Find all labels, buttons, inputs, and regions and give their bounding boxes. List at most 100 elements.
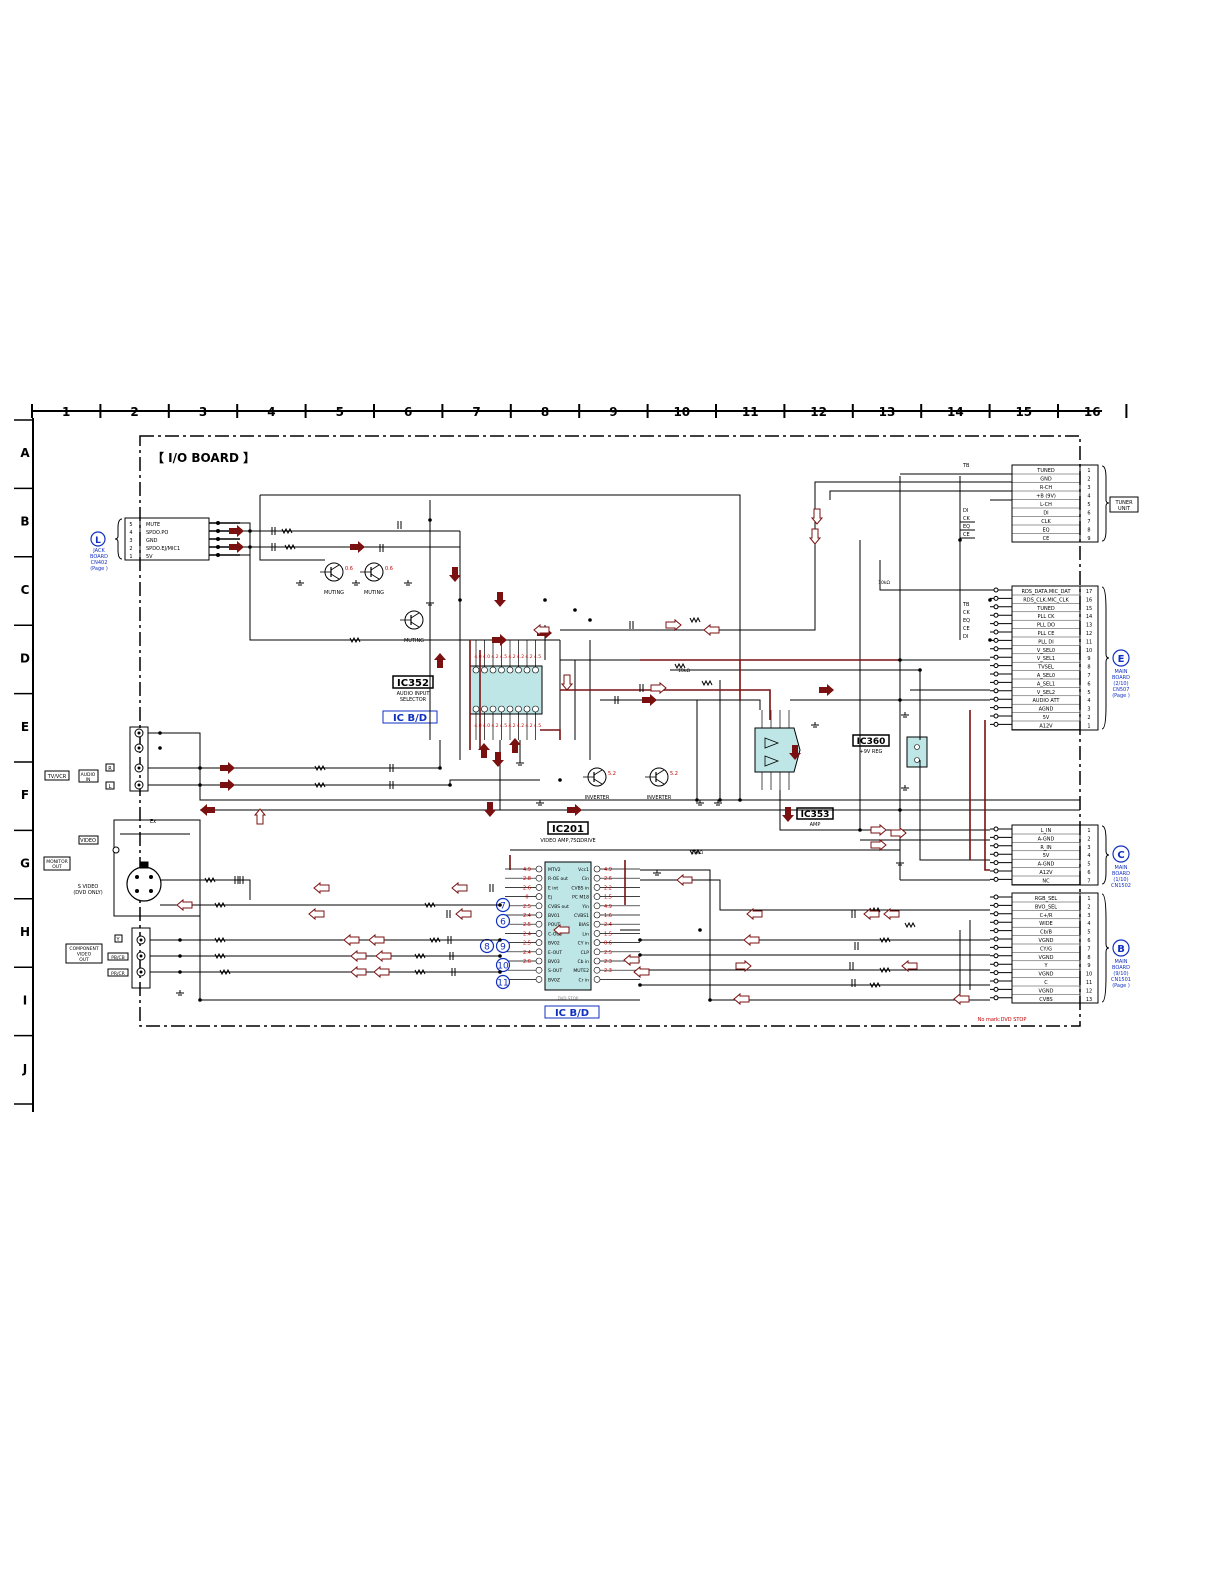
main-e-line-label: TB bbox=[962, 602, 970, 608]
ic201-body bbox=[544, 861, 592, 991]
grid-row-label: A bbox=[20, 446, 30, 460]
main-e-pin-terminal bbox=[993, 671, 999, 677]
circuit-wire bbox=[148, 740, 441, 769]
jack-connector-box bbox=[124, 517, 210, 561]
signal-arrow-outline bbox=[313, 881, 330, 895]
junction-dot bbox=[198, 998, 202, 1002]
main-b-pin-terminal bbox=[993, 944, 999, 950]
component-out-box bbox=[65, 943, 103, 964]
ic201-voltage-right: 1.5 bbox=[604, 931, 612, 937]
tuner-pin-signal: CE bbox=[1043, 536, 1050, 542]
svideo-label: S VIDEO bbox=[78, 884, 99, 890]
jack-pin-node bbox=[216, 529, 220, 533]
ic352-pin bbox=[506, 666, 514, 674]
ic201-pin-name-right: Cr in bbox=[578, 977, 589, 983]
main-c-pin-signal: A12V bbox=[1039, 870, 1053, 876]
main-b-pin-signal: VGND bbox=[1039, 938, 1054, 944]
main-b-label: (9/10) bbox=[1113, 971, 1128, 977]
ic201-pin-name-left: MTV2 bbox=[548, 867, 561, 873]
component-jack-center bbox=[139, 954, 143, 958]
signal-trace bbox=[540, 729, 561, 740]
jack-pin-number: 5 bbox=[129, 522, 132, 528]
ic201-voltage-left: 0 bbox=[525, 895, 528, 901]
grid-column-label: 5 bbox=[336, 405, 344, 419]
ic352-pin bbox=[515, 705, 522, 713]
ic201-pin-name-left: R-OE out bbox=[548, 876, 568, 882]
main-b-pin-terminal bbox=[993, 902, 999, 908]
ic-bd-box bbox=[382, 710, 438, 724]
main-e-pin-signal: 5V bbox=[1043, 715, 1050, 721]
jack-pin-number: 2 bbox=[129, 546, 132, 552]
board-title: 【 I/O BOARD 】 bbox=[152, 450, 255, 465]
circuit-wire bbox=[148, 732, 1080, 801]
junction-dot bbox=[158, 731, 162, 735]
resistor bbox=[314, 781, 326, 789]
ic201-pin-left bbox=[535, 939, 543, 946]
signal-trace bbox=[560, 689, 771, 720]
ic201-voltage-left: 2.4 bbox=[523, 931, 531, 937]
ic352-pin bbox=[498, 666, 505, 674]
component-pr-box bbox=[107, 968, 129, 977]
main-c-pin-number: 3 bbox=[1087, 845, 1090, 851]
ic352-ref: IC352 bbox=[397, 678, 429, 689]
main-b-pin-number: 12 bbox=[1086, 988, 1092, 994]
signal-arrow bbox=[434, 653, 446, 668]
ic201-pin-left bbox=[535, 976, 543, 983]
ic352-pin bbox=[532, 666, 539, 674]
junction-dot bbox=[858, 828, 862, 832]
resistor bbox=[214, 952, 226, 960]
jack-terminal-center bbox=[137, 746, 141, 750]
main-c-pin-number: 1 bbox=[1087, 828, 1090, 834]
main-e-pin-number: 13 bbox=[1086, 623, 1092, 629]
junction-dot bbox=[988, 638, 992, 642]
ic201-voltage-right: 4.9 bbox=[604, 904, 612, 910]
signal-arrow bbox=[484, 802, 496, 817]
tuner-pin-signal: TUNED bbox=[1036, 468, 1055, 474]
main-e-brace bbox=[1101, 586, 1110, 730]
ic201-pin-left bbox=[535, 893, 543, 900]
signal-arrow-outline bbox=[676, 873, 693, 887]
transistor-voltage: 5.2 bbox=[608, 771, 616, 777]
signal-arrow-outline bbox=[810, 508, 824, 525]
ic201-pin-left bbox=[535, 884, 543, 891]
signal-arrow-outline bbox=[733, 992, 750, 1006]
grid-column-label: 11 bbox=[742, 405, 759, 419]
main-b-pin-signal: C+/R bbox=[1040, 913, 1053, 919]
junction-dot bbox=[695, 798, 699, 802]
junction-dot bbox=[918, 668, 922, 672]
tuner-pin-signal: L-CH bbox=[1040, 502, 1052, 508]
signal-arrow-outline bbox=[350, 965, 367, 979]
main-c-pin-terminal bbox=[993, 843, 999, 849]
resistor bbox=[429, 936, 441, 944]
grid-row-label: I bbox=[23, 993, 27, 1007]
ic201-pin-right bbox=[593, 884, 601, 891]
main-b-pin-number: 4 bbox=[1087, 921, 1090, 927]
main-c-pin-number: 6 bbox=[1087, 870, 1090, 876]
resistor bbox=[284, 543, 296, 551]
ic352-voltage: 4.5 bbox=[500, 723, 507, 729]
tuner-pin-signal: EQ bbox=[1042, 528, 1049, 534]
main-e-label: BOARD bbox=[1112, 675, 1130, 681]
main-b-badge bbox=[1112, 939, 1130, 957]
main-c-connector-numbers bbox=[1079, 824, 1099, 886]
circuit-wire bbox=[600, 849, 901, 870]
tuner-pin-number: 7 bbox=[1087, 519, 1090, 525]
main-c-brace bbox=[1101, 825, 1110, 885]
ic201-pin-name-left: S-OUT bbox=[548, 968, 562, 974]
tuner-pin-number: 4 bbox=[1087, 494, 1090, 500]
main-b-pin-terminal bbox=[993, 970, 999, 976]
ic352-pin bbox=[481, 666, 488, 674]
jack-pin-signal: MUTE bbox=[146, 522, 160, 528]
signal-arrow-outline bbox=[533, 623, 550, 637]
ic201-pin-name-right: PC M18 bbox=[572, 895, 589, 901]
ic360-desc: +9V REG bbox=[860, 749, 883, 755]
signal-arrow bbox=[642, 694, 657, 706]
resistor bbox=[281, 527, 293, 535]
ic201-ref: IC201 bbox=[552, 824, 584, 835]
ic201-voltage-left: 2.5 bbox=[523, 904, 531, 910]
resistor bbox=[214, 936, 226, 944]
test-point bbox=[495, 957, 511, 973]
main-e-pin-number: 1 bbox=[1087, 723, 1090, 729]
jack-pin-signal: SPDO.EJ/MIC1 bbox=[146, 546, 180, 552]
jack-pin-node bbox=[216, 537, 220, 541]
